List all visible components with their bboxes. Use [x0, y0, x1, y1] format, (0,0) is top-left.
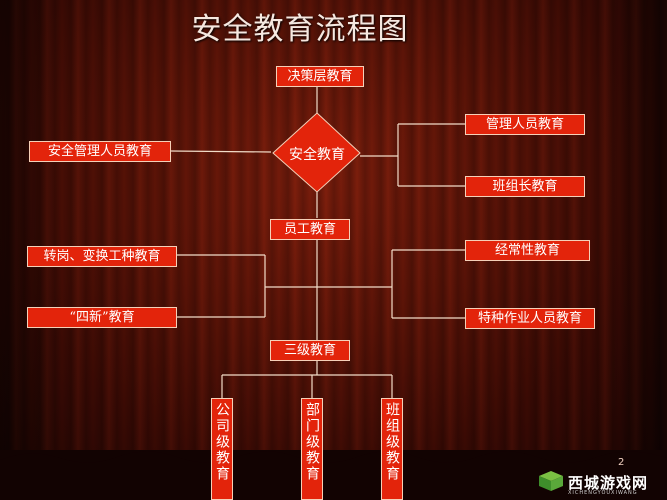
- page-title: 安全教育流程图: [191, 12, 409, 47]
- node-safety-education: 安全教育: [289, 147, 345, 163]
- node-transfer: 转岗、变换工种教育: [27, 246, 177, 267]
- node-regular: 经常性教育: [465, 240, 590, 261]
- node-three-level: 三级教育: [270, 340, 350, 361]
- watermark: 西城游戏网 XICHENGYOUXIWANG: [538, 468, 666, 498]
- node-company-level: 公司级教育: [211, 398, 233, 500]
- page-number: 2: [618, 457, 625, 468]
- node-team-leader: 班组长教育: [465, 176, 585, 197]
- node-team-level: 班组级教育: [381, 398, 403, 500]
- node-management-staff: 管理人员教育: [465, 114, 585, 135]
- node-special-operation: 特种作业人员教育: [465, 308, 595, 329]
- node-employee: 员工教育: [270, 219, 350, 240]
- cube-logo-icon: [539, 471, 563, 491]
- safety-diamond: [272, 112, 361, 193]
- node-four-new: “四新”教育: [27, 307, 177, 328]
- node-department-level: 部门级教育: [301, 398, 323, 500]
- node-decision-level: 决策层教育: [276, 66, 364, 87]
- watermark-text: 西城游戏网: [568, 474, 649, 492]
- node-safety-management-staff: 安全管理人员教育: [29, 141, 171, 162]
- watermark-subtext: XICHENGYOUXIWANG: [568, 490, 638, 496]
